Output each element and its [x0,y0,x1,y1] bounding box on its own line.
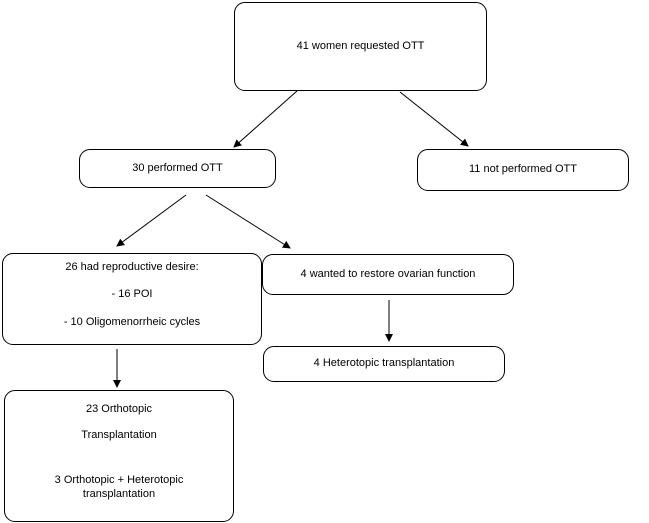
node-orthotopic-transplantation: 23 Orthotopic Transplantation 3 Orthotop… [4,390,234,522]
node-not-performed-ott: 11 not performed OTT [417,149,629,191]
node-reproductive-desire: 26 had reproductive desire: - 16 POI - 1… [2,253,262,345]
node-list-item: - 10 Oligomenorrheic cycles [63,316,201,328]
node-line: transplantation [82,487,156,500]
node-heading: 26 had reproductive desire: [65,261,199,273]
node-label: 41 women requested OTT [296,39,425,52]
node-women-requested-ott: 41 women requested OTT [234,2,487,91]
node-restore-ovarian-function: 4 wanted to restore ovarian function [262,254,514,295]
node-performed-ott: 30 performed OTT [79,149,276,188]
arrow-performed-to-restore-function [205,194,291,249]
node-label: 30 performed OTT [132,161,223,174]
node-label: 11 not performed OTT [468,163,577,176]
node-line: 3 Orthotopic + Heterotopic [54,474,184,487]
node-label: 4 Heterotopic transplantation [313,357,455,370]
node-line: 23 Orthotopic [85,403,153,415]
node-line: Transplantation [81,429,157,442]
node-heterotopic-transplantation: 4 Heterotopic transplantation [263,346,505,382]
arrow-performed-to-reproductive-desire [116,194,187,247]
arrow-requested-to-performed [233,90,298,148]
node-label: 4 wanted to restore ovarian function [300,267,476,280]
arrow-requested-to-not-performed [399,91,469,147]
node-list-item: - 16 POI [111,288,153,300]
